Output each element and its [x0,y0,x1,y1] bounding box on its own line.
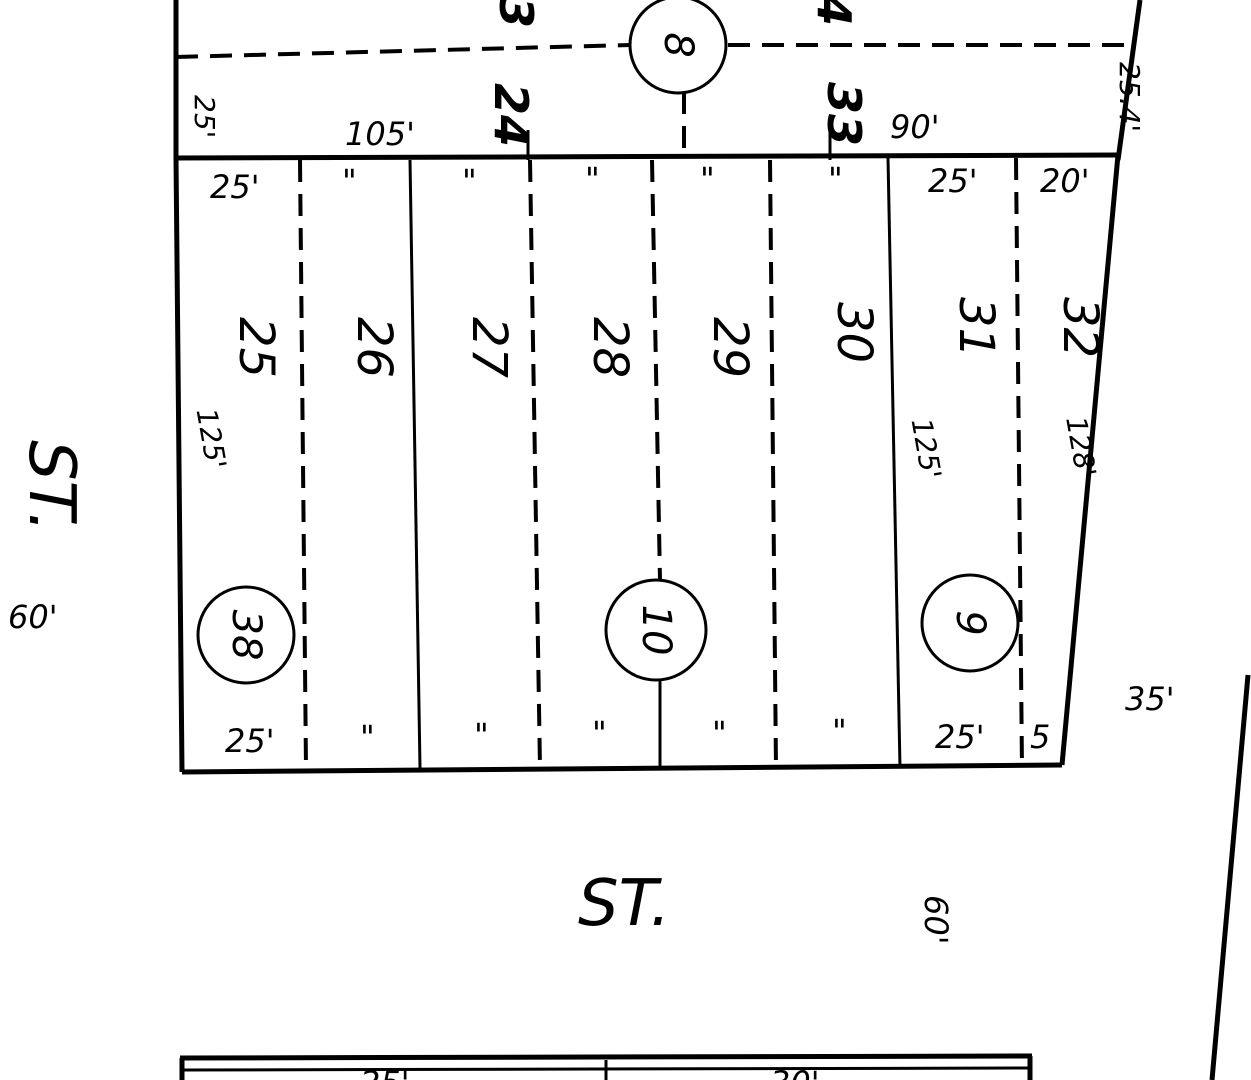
lower-block: 25' 30' [179,1053,1033,1080]
top-frontage-26: " [342,162,357,200]
block-circle-10: 10 [604,578,708,682]
upper-partial-lot-3: 3 [489,0,543,28]
lot-line-27-28 [528,159,542,769]
lot-number-29: 29 [702,317,758,378]
bottom-frontage-27: " [474,716,489,754]
lot-number-31: 31 [948,297,1004,358]
top-frontage-27: " [462,162,477,200]
main-block-left-line [173,157,185,773]
block-circle-9-ring [920,573,1020,673]
upper-right-dim: 25.4' [1113,62,1146,132]
top-frontage-30: " [828,160,843,198]
block-circle-8-ring [628,0,728,95]
lot-line-30-31 [886,157,902,769]
right-street-boundary [1209,674,1251,1080]
lot-number-32: 32 [1052,297,1108,358]
top-frontage-31: 25' [928,162,978,200]
bottom-street-width: 60' [917,895,955,945]
streets: ST. 60' ST. 60' 35' [8,440,1251,1080]
upper-block-right-line [1115,0,1143,161]
bottom-frontage-32: 5 [1030,718,1050,756]
lot-number-25: 25 [228,317,284,378]
lower-block-dim-left: 25' [360,1064,410,1080]
bottom-frontage-26: " [360,718,375,756]
top-frontage-32: 20' [1040,162,1090,200]
lower-block-top-line [179,1053,1033,1061]
depth-right: 128' [1059,414,1102,480]
top-frontage-25: 25' [210,168,260,206]
upper-top-span-left: 105' [345,115,415,153]
main-block-top-line [175,152,1119,161]
block-circle-9-label: 9 [947,610,993,635]
right-street-width: 35' [1125,680,1175,718]
upper-left-dim: 25' [188,95,221,138]
main-block: 25 26 27 28 29 30 31 32 25' " " " " " 25… [173,152,1121,775]
lot-line-29-30 [768,159,778,769]
lower-block-dim-right: 30' [770,1064,820,1080]
block-circle-38-ring [196,585,296,685]
block-circle-8: 8 [628,0,728,95]
block-circle-38: 38 [196,585,296,685]
lot-number-28: 28 [582,317,638,378]
bottom-frontage-31: 25' [935,718,985,756]
top-frontage-29: " [700,160,715,198]
lot-number-26: 26 [346,317,402,378]
left-street-name: ST. [14,440,88,532]
block-circle-10-ring [604,578,708,682]
left-street-width: 60' [8,598,58,636]
block-circle-10-label: 10 [633,605,679,656]
bottom-frontage-28: " [592,714,607,752]
upper-block: 3 4 8 25' 105' 24 33 90' 25.4' [173,0,1146,161]
upper-block-dashed-line-left [175,43,631,59]
block-circle-8-label: 8 [655,32,701,57]
upper-top-span-right: 90' [890,108,940,146]
lot-number-30: 30 [826,302,882,363]
depth-mid: 125' [905,416,948,482]
block-circle-38-label: 38 [223,610,269,661]
bottom-street-name: ST. [578,867,670,941]
top-frontage-28: " [585,160,600,198]
lot-line-25-26 [298,159,308,769]
upper-lot-33: 33 [817,82,871,146]
main-block-right-line [1059,154,1121,766]
upper-partial-lot-4: 4 [807,0,861,26]
lot-line-31-32 [1014,157,1024,769]
bottom-frontage-25: 25' [225,722,275,760]
lot-number-27: 27 [461,317,517,379]
main-block-bottom-line [181,762,1063,775]
upper-lot-24: 24 [484,83,538,147]
lot-line-28-29-upper [650,159,662,581]
bottom-frontage-29: " [712,714,727,752]
lot-line-26-27 [408,159,422,769]
bottom-frontage-30: " [832,712,847,750]
depth-left: 125' [190,406,233,472]
block-circle-9: 9 [920,573,1020,673]
